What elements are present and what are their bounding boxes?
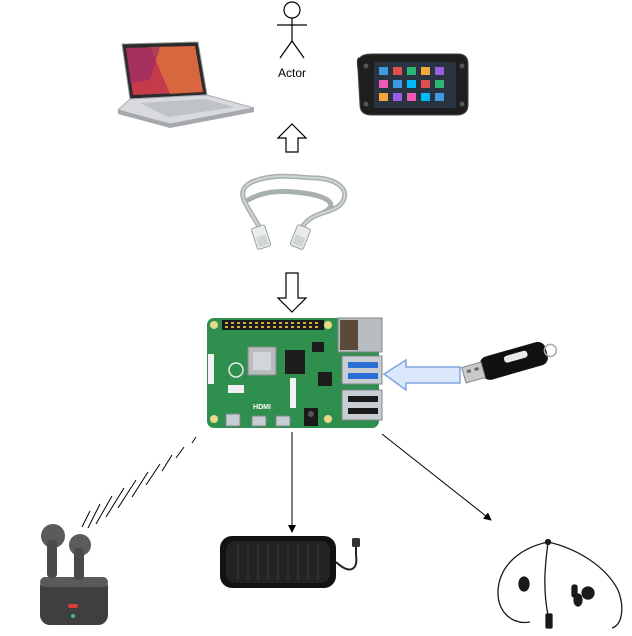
earbuds-case [40,577,108,625]
wireless-signal-lines [81,436,197,529]
earphones-cable [497,541,623,629]
actor-left-leg [279,40,293,59]
cable-plug-right [289,224,311,250]
raspberry-pi-board-image[interactable]: HDMI [207,317,383,428]
board-usb2-port [341,389,383,421]
ethernet-cable-image[interactable] [240,173,348,250]
earphone-left-bud [518,576,530,592]
wired-earphones-image[interactable] [497,538,623,629]
cable-plug-left [251,224,272,250]
usb-flash-drive-image[interactable] [461,337,560,387]
earphones-remote [571,584,578,598]
raspberry-logo [228,362,244,378]
down-arrow [276,272,308,313]
board-hdmi-port-1 [251,415,267,427]
usb-to-board-arrow [382,358,461,392]
speaker-cable [335,545,358,571]
head-unit-app-icons [379,67,444,101]
actor-head [283,1,301,19]
earphone-right-bud [581,586,595,600]
gpio-header [222,320,324,330]
board-to-earphones-arrow [381,433,492,521]
wireless-earbuds-image[interactable] [40,524,108,625]
laptop-keyboard [140,99,235,117]
usb-drive-connector [461,361,486,384]
speaker-image[interactable] [220,536,360,588]
actor-label: Actor [278,66,306,80]
actor-right-leg [291,40,305,59]
board-ram [285,350,305,374]
car-head-unit-image[interactable] [356,53,469,116]
board-hdmi-label: HDMI [253,404,271,411]
earphones-jack [545,613,553,629]
speaker-grille [237,544,319,580]
up-arrow [276,123,308,153]
board-usb3-port [341,355,383,385]
board-usbc-port [225,413,241,427]
actor-figure[interactable]: Actor [277,1,307,80]
laptop-image[interactable] [116,41,255,128]
board-hdmi-port-2 [275,415,291,427]
earbud-left [41,524,65,548]
usb-drive-keyring [543,343,558,358]
